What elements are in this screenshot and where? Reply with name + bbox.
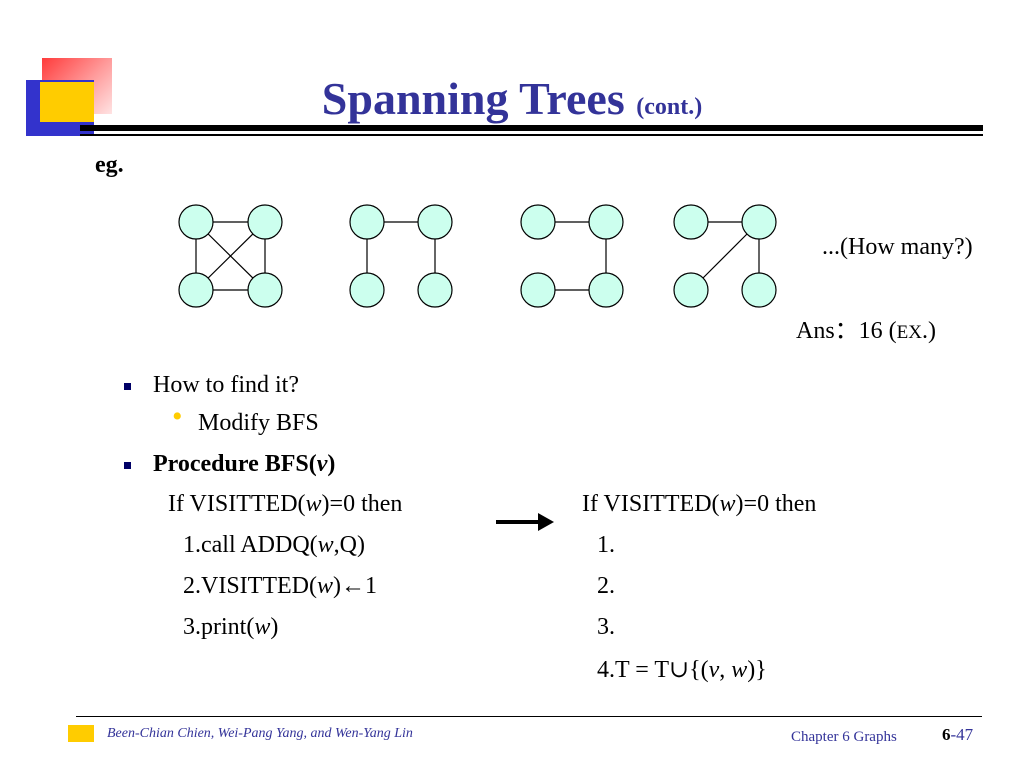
title-main: Spanning Trees (321, 73, 625, 124)
bullet-square-icon (124, 383, 131, 390)
title-sub: (cont.) (636, 94, 703, 120)
right-arrow-icon (496, 513, 554, 531)
graph-node (178, 204, 214, 240)
right-code-line-5: 4.T = T∪{(v, w)} (597, 657, 767, 683)
footer-chapter: Chapter 6 Graphs (791, 729, 897, 745)
right-code-line-4: 3. (597, 614, 615, 640)
graph-node (247, 272, 283, 308)
graph-node (178, 272, 214, 308)
logo-yellow-square (40, 82, 94, 122)
graph-node (588, 204, 624, 240)
footer-rule (76, 716, 982, 717)
footer-yellow-square (68, 725, 94, 742)
answer-text: Ans：16 (EX.) (796, 310, 936, 345)
page-bold: 6 (942, 725, 951, 744)
left-code-line-1: If VISITTED(w)=0 then (168, 491, 403, 517)
right-code-line-2: 1. (597, 532, 615, 558)
graph-node (349, 272, 385, 308)
procedure-arg: v (316, 451, 328, 477)
how-many-text: ...(How many?) (822, 234, 973, 260)
left-code-line-2: 1.call ADDQ(w,Q) (183, 532, 365, 558)
answer-suffix: .) (922, 318, 936, 344)
title-rule-thick (80, 125, 983, 131)
title-rule-thin (80, 134, 983, 136)
graph-node (417, 272, 453, 308)
left-code-line-4: 3.print(w) (183, 614, 279, 640)
page-rest: -47 (950, 725, 974, 744)
graph-node (349, 204, 385, 240)
footer-page-number: 6-47 (942, 725, 973, 745)
procedure-suffix: ) (327, 451, 336, 477)
answer-prefix: Ans：16 ( (796, 318, 897, 344)
graph-node (588, 272, 624, 308)
bullet-square-icon (124, 462, 131, 469)
graph-edges (195, 221, 760, 291)
graph-node (247, 204, 283, 240)
graph-node (520, 204, 556, 240)
graph-node (673, 272, 709, 308)
graph-node (741, 204, 777, 240)
graph-node (741, 272, 777, 308)
page-title: Spanning Trees (cont.) (0, 72, 1024, 125)
eg-label: eg. (95, 152, 124, 178)
right-code-line-1: If VISITTED(w)=0 then (582, 491, 817, 517)
answer-ex: EX (896, 322, 922, 343)
procedure-prefix: Procedure BFS( (153, 451, 317, 477)
graph-node (417, 204, 453, 240)
bullet-modify-bfs: Modify BFS (198, 410, 319, 436)
bullet-procedure: Procedure BFS(v) (153, 451, 335, 478)
graph-node (520, 272, 556, 308)
right-code-line-3: 2. (597, 573, 615, 599)
left-code-line-3: 2.VISITTED(w)←1 (183, 573, 377, 599)
graph-node (673, 204, 709, 240)
footer-authors: Been-Chian Chien, Wei-Pang Yang, and Wen… (107, 726, 413, 741)
bullet-dot-icon: • (172, 400, 183, 433)
bullet-how-to-find: How to find it? (153, 372, 299, 398)
